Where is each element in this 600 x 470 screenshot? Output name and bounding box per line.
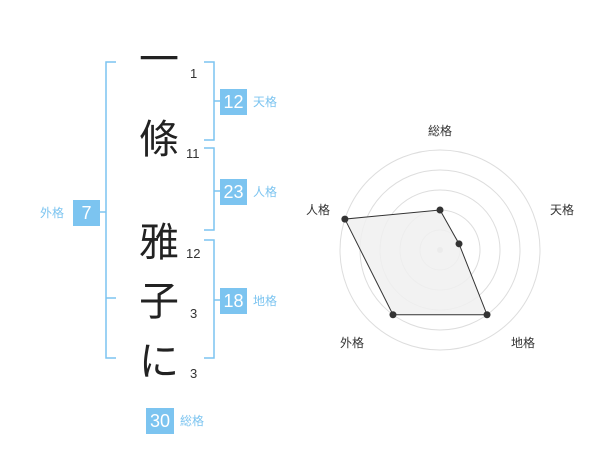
stroke-count-1: 1: [190, 66, 198, 81]
radar-axis-label-tenkaku: 天格: [550, 203, 575, 217]
tenkaku-badge: 12: [220, 89, 247, 115]
soukaku-label: 総格: [180, 414, 205, 428]
radar-axis-label-jinkaku: 人格: [306, 203, 331, 217]
radar-grid-ring: [339, 149, 541, 351]
jinkaku-bracket: [204, 147, 215, 231]
gaikaku-badge: 7: [73, 200, 100, 226]
stroke-count-3: 12: [186, 246, 201, 261]
jinkaku-badge: 23: [220, 179, 247, 205]
stroke-count-4: 3: [190, 306, 198, 321]
stroke-count-2: 11: [186, 146, 200, 161]
radar-point-2: [483, 311, 491, 319]
name-char-3: 雅: [139, 220, 179, 266]
radar-polygon: [344, 209, 488, 316]
radar-point-4: [341, 215, 349, 223]
gaikaku-bracket: [105, 61, 116, 359]
radar-points: [341, 206, 491, 319]
jinkaku-label: 人格: [253, 185, 278, 199]
name-char-1: 一: [139, 37, 179, 83]
stroke-count-5: 3: [190, 366, 198, 381]
name-char-2: 條: [139, 117, 179, 163]
gaikaku-label: 外格: [40, 206, 65, 220]
jinkaku-value: 23: [223, 182, 244, 202]
name-char-5: に: [139, 339, 179, 385]
radar-axis-label-soukaku: 総格: [428, 124, 453, 138]
radar-shape: [344, 209, 488, 316]
tenkaku-value: 12: [223, 92, 244, 112]
radar-point-3: [389, 311, 397, 319]
radar-point-1: [455, 240, 463, 248]
name-char-4: 子: [139, 279, 179, 325]
chikaku-value: 18: [223, 291, 244, 311]
chikaku-bracket: [204, 239, 215, 359]
radar-axis-label-gaikaku: 外格: [340, 336, 365, 350]
tenkaku-label: 天格: [253, 95, 278, 109]
radar-point-0: [436, 206, 444, 214]
soukaku-value: 30: [149, 411, 171, 431]
chikaku-label: 地格: [253, 294, 278, 308]
soukaku-badge: 30: [146, 408, 174, 434]
gaikaku-value: 7: [81, 203, 92, 223]
radar-axis-label-chikaku: 地格: [511, 336, 536, 350]
chikaku-badge: 18: [220, 288, 247, 314]
